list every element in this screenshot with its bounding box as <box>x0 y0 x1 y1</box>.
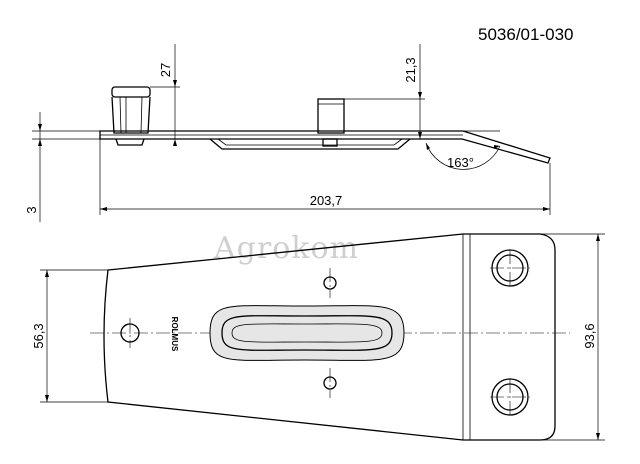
part-number: 5036/01-030 <box>478 25 573 44</box>
dim-overall-length: 203,7 <box>99 139 551 215</box>
dim-overall-length-label: 203,7 <box>310 193 343 208</box>
dim-narrow-width-label: 56,3 <box>31 323 46 348</box>
stud-top <box>490 249 530 287</box>
dim-bend-angle: 163° <box>425 130 501 170</box>
small-hole-top <box>323 276 337 290</box>
dim-thickness-label: 3 <box>24 206 39 213</box>
dim-thickness: 3 <box>24 112 100 222</box>
dim-stud-height-label: 27 <box>158 63 173 77</box>
watermark: Agrokom <box>213 231 359 266</box>
mounting-hole-left <box>120 323 140 343</box>
dim-wide-width-label: 93,6 <box>582 323 597 348</box>
oval-slot <box>209 305 405 361</box>
dim-narrow-width: 56,3 <box>31 269 108 403</box>
dim-bend-angle-label: 163° <box>447 155 474 170</box>
dim-stud-height: 27 <box>150 44 180 146</box>
dim-boss-height: 21,3 <box>344 44 425 140</box>
plate-outline <box>103 233 556 441</box>
dim-wide-width: 93,6 <box>540 233 605 441</box>
stud-bottom <box>490 378 530 416</box>
dim-boss-height-label: 21,3 <box>403 57 418 82</box>
small-hole-bottom <box>323 376 337 390</box>
brand-stamp: ROLMUS <box>170 317 179 352</box>
side-view: 27 21,3 3 163° <box>24 44 551 222</box>
stud <box>111 86 151 134</box>
top-view: ROLMUS 56,3 <box>31 233 605 441</box>
plate-profile <box>99 130 551 164</box>
